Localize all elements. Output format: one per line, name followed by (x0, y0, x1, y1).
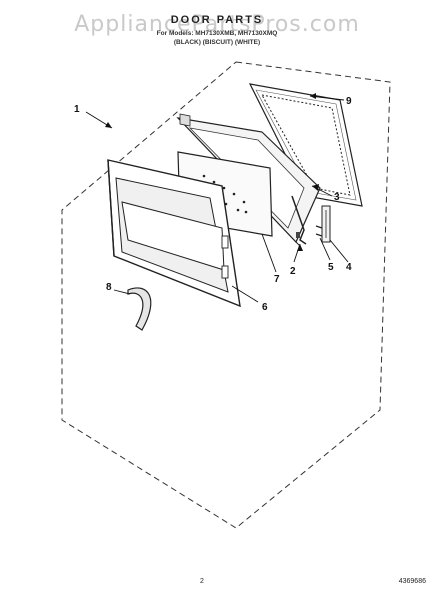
callout-8: 8 (106, 282, 112, 293)
page-title: DOOR PARTS (170, 14, 264, 26)
part-8-handle (127, 287, 152, 331)
watermark-text: AppliancePartsPros.com (74, 12, 360, 37)
callout-7: 7 (274, 274, 280, 285)
callout-9: 9 (346, 96, 352, 107)
part-6-outer-door (107, 159, 241, 308)
callout-4: 4 (346, 262, 352, 273)
colors-line: (BLACK) (BISCUIT) (WHITE) (173, 39, 261, 46)
part-9-door-seal (248, 83, 363, 207)
part-2-hinge-strip (291, 195, 307, 245)
document-number: 4369686 (398, 578, 426, 585)
callout-6: 6 (262, 302, 268, 313)
leader-arrowheads (105, 93, 319, 251)
callout-2: 2 (290, 266, 296, 277)
models-line: For Models: MH7130XMB, MH7130XMQ (156, 30, 278, 37)
callout-5: 5 (328, 262, 334, 273)
callout-3: 3 (334, 192, 340, 203)
callout-1: 1 (74, 104, 80, 115)
page-number: 2 (200, 578, 204, 585)
part-4-latch (321, 205, 331, 243)
part-5-latch-spring (315, 225, 323, 237)
assembly-boundary (61, 61, 391, 529)
